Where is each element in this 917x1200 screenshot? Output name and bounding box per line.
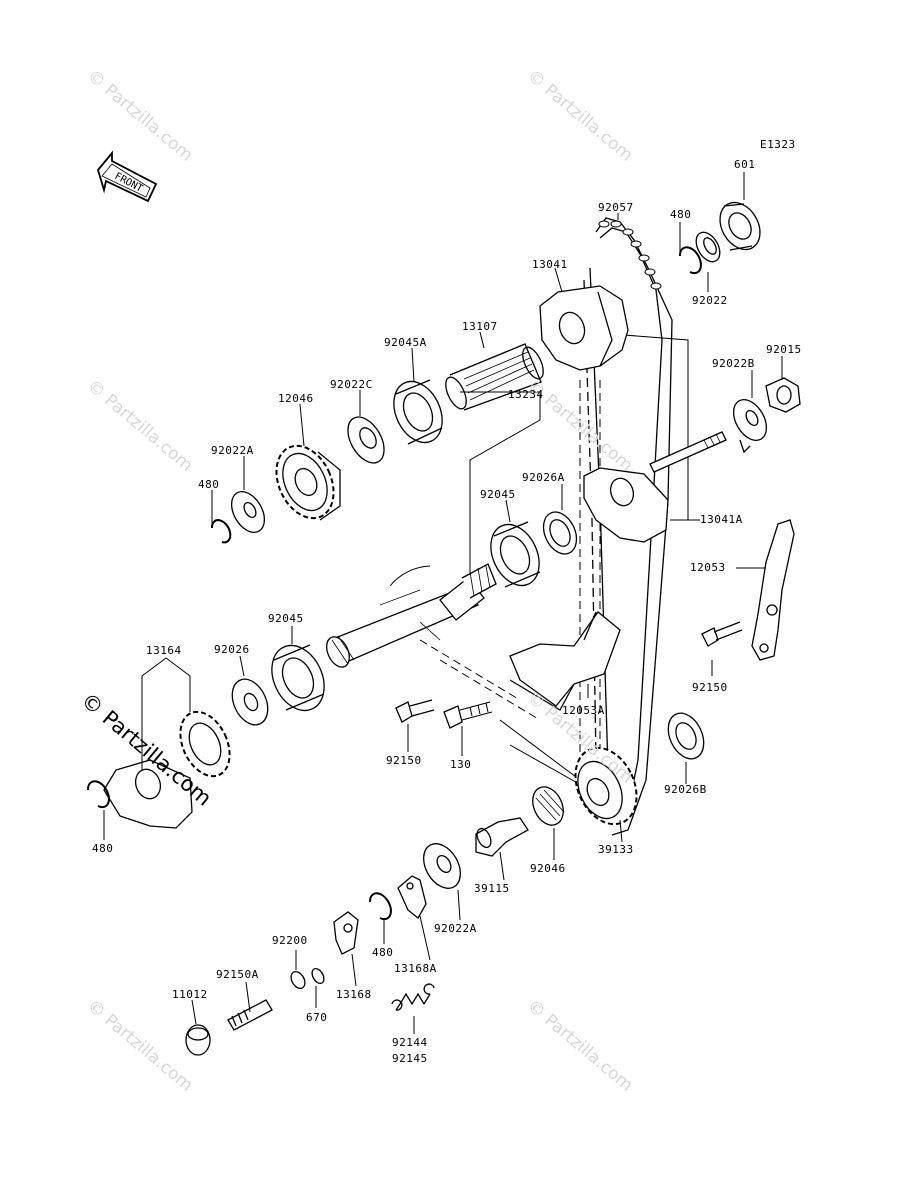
part-92022C-washer xyxy=(347,416,385,464)
part-label: 601 xyxy=(734,158,756,171)
part-label: 92026A xyxy=(522,471,565,484)
part-label: 92026B xyxy=(664,783,707,796)
part-label: 12053A xyxy=(562,704,605,717)
part-label: 13234 xyxy=(508,388,544,401)
part-label: 92022A xyxy=(211,444,254,457)
front-arrow-icon: FRONT xyxy=(96,150,158,203)
part-label: 480 xyxy=(198,478,220,491)
part-label: 13041 xyxy=(532,258,568,271)
part-label: 130 xyxy=(450,758,472,771)
part-label: 11012 xyxy=(172,988,208,1001)
part-label: 92022C xyxy=(330,378,373,391)
part-13164-cam xyxy=(103,759,193,829)
part-12053-lever xyxy=(751,519,795,661)
part-label: 92200 xyxy=(272,934,308,947)
part-label: 92022 xyxy=(692,294,728,307)
part-92150A-stud xyxy=(227,999,273,1031)
part-13164-sprocket xyxy=(179,710,231,778)
part-label: 92150 xyxy=(692,681,728,694)
part-92015-nut xyxy=(765,377,801,413)
part-label: 13168A xyxy=(394,962,437,975)
part-92150-bolt xyxy=(395,699,435,723)
part-label: 13041A xyxy=(700,513,743,526)
diagram-code: E1323 xyxy=(760,138,796,151)
stud-shaft xyxy=(649,431,727,473)
part-92026B-collar xyxy=(667,712,705,760)
part-label: 92145 xyxy=(392,1052,428,1065)
part-13168A-link xyxy=(397,875,427,919)
part-92022A-washer-lower xyxy=(423,843,461,889)
part-130-bolt xyxy=(443,701,493,729)
part-92046-bearing xyxy=(532,786,565,826)
part-label: 480 xyxy=(372,946,394,959)
part-480-circlip-lower xyxy=(86,780,110,809)
part-label: 92022B xyxy=(712,357,755,370)
part-label: 92150A xyxy=(216,968,259,981)
part-label: 13164 xyxy=(146,644,182,657)
part-label: 92026 xyxy=(214,643,250,656)
part-label: 92057 xyxy=(598,201,634,214)
part-label: 39115 xyxy=(474,882,510,895)
part-601-bearing xyxy=(719,201,761,251)
part-label: 92045A xyxy=(384,336,427,349)
part-label: 92015 xyxy=(766,343,802,356)
part-label: 92022A xyxy=(434,922,477,935)
part-11012-cap xyxy=(185,1024,211,1056)
part-92150-bolt-right xyxy=(701,621,743,647)
part-92026-collar xyxy=(231,678,269,726)
part-670-oring xyxy=(311,967,325,985)
part-480-circlip-left xyxy=(210,519,232,544)
part-39115-shaft xyxy=(475,817,529,857)
part-label: 92144 xyxy=(392,1036,428,1049)
part-13168-link xyxy=(333,911,359,955)
part-label: 92045 xyxy=(480,488,516,501)
part-92045-bearing xyxy=(490,521,541,588)
leader-lines xyxy=(103,172,783,1034)
part-92045A-bearing xyxy=(393,379,443,445)
part-92144-spring xyxy=(391,983,435,1011)
part-13107-shaft xyxy=(445,343,544,411)
part-92200-washer xyxy=(290,970,306,990)
alignment-lines xyxy=(419,329,689,791)
part-label: 12053 xyxy=(690,561,726,574)
part-label: 13107 xyxy=(462,320,498,333)
part-label: 92046 xyxy=(530,862,566,875)
part-92045-bearing-lower xyxy=(271,644,325,712)
part-39133-sprocket xyxy=(574,746,638,826)
part-label: 39133 xyxy=(598,843,634,856)
part-label: 12046 xyxy=(278,392,314,405)
part-label: 92150 xyxy=(386,754,422,767)
part-13234-shaft xyxy=(326,563,497,668)
part-12053A-lever xyxy=(509,611,621,711)
part-13041A-cam xyxy=(583,467,669,543)
part-label: 480 xyxy=(670,208,692,221)
part-480-circlip xyxy=(678,246,702,275)
part-92022-washer xyxy=(695,231,721,263)
part-13041-cam xyxy=(539,285,629,371)
part-92022A-washer xyxy=(230,491,266,533)
part-label: 92045 xyxy=(268,612,304,625)
part-92026A-collar xyxy=(542,511,578,555)
part-12046-sprocket xyxy=(275,444,341,521)
part-label: 13168 xyxy=(336,988,372,1001)
part-480-circlip-bottom xyxy=(368,892,392,921)
part-label: 670 xyxy=(306,1011,328,1024)
part-label: 480 xyxy=(92,842,114,855)
part-92022B-washer xyxy=(732,399,768,454)
